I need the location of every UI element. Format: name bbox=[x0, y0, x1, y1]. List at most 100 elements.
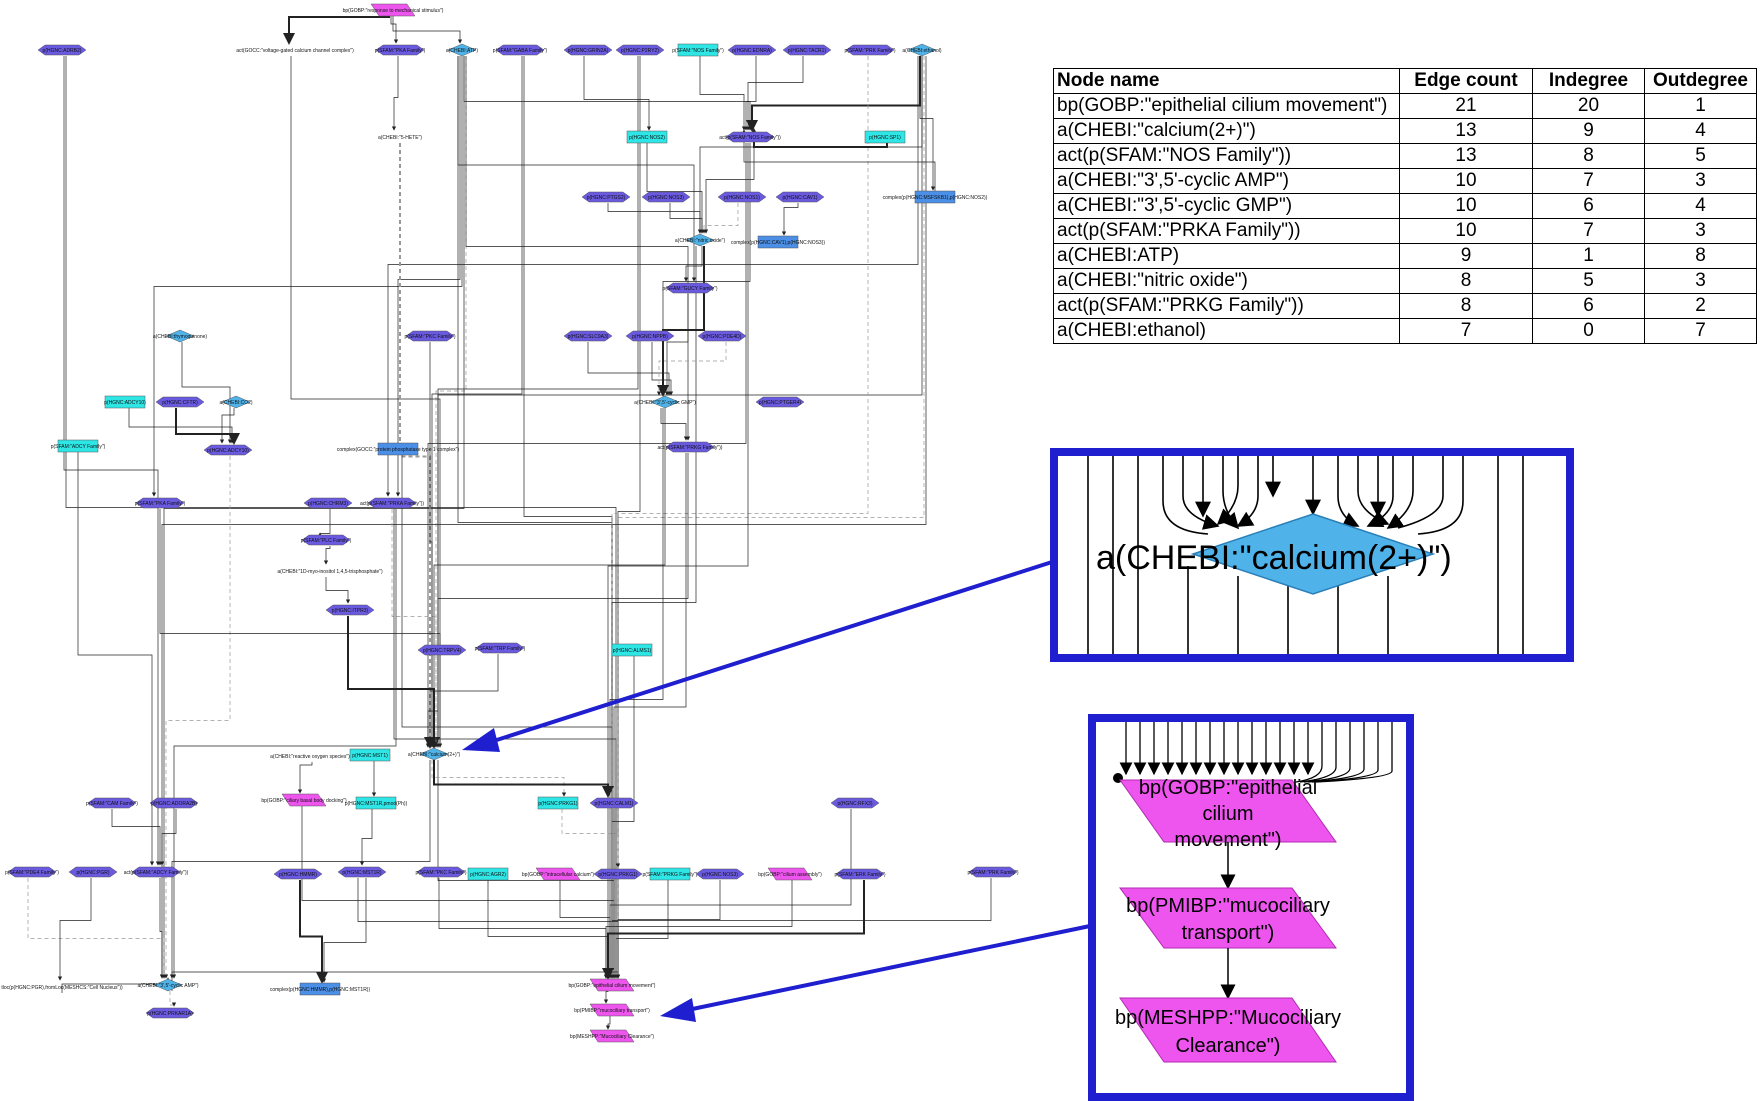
network-edge bbox=[299, 880, 328, 984]
network-edge bbox=[283, 16, 390, 45]
network-edge bbox=[395, 56, 461, 497]
network-node-label: act(p(SFAM:"PRKG Family")) bbox=[658, 445, 723, 451]
network-node-label: complex(p(HGNC:MSFSKB1),p(HGNC:NOS2)) bbox=[883, 195, 988, 201]
network-node-shape bbox=[907, 43, 937, 57]
cell-node-name: act(p(SFAM:"PRKG Family")) bbox=[1053, 293, 1400, 319]
cell-outdegree: 4 bbox=[1644, 193, 1757, 219]
zoom-cilium-drawing: bp(GOBP:"epithelial cilium movement") bp… bbox=[1113, 722, 1393, 1063]
network-node: a(CHEBI:"3',5'-cyclic AMP") bbox=[137, 978, 199, 992]
network-node-shape bbox=[697, 330, 747, 342]
network-node-shape bbox=[755, 396, 805, 408]
network-edge bbox=[699, 56, 747, 131]
cell-edge-count: 9 bbox=[1399, 243, 1533, 269]
network-node: p(HGNC:PGR) bbox=[68, 866, 118, 878]
network-node-shape bbox=[68, 866, 118, 878]
network-node-label: p(HGNC:EDNRA) bbox=[732, 48, 772, 54]
network-node: a(CHEBI:"3',5'-cyclic GMP") bbox=[634, 395, 696, 409]
network-node-label: p(HGNC:CAV1) bbox=[783, 195, 818, 201]
cell-indegree: 7 bbox=[1532, 218, 1645, 244]
network-node-label: bp(PMIBP:"mucociliary transport") bbox=[574, 1008, 650, 1014]
cell-node-name: bp(GOBP:"epithelial cilium movement") bbox=[1053, 93, 1400, 119]
network-node-shape bbox=[835, 868, 885, 880]
cell-node-name: act(p(SFAM:"NOS Family")) bbox=[1053, 143, 1400, 169]
network-edge bbox=[391, 509, 439, 748]
network-edge bbox=[425, 143, 747, 748]
network-node-shape bbox=[593, 868, 643, 880]
network-edge bbox=[163, 456, 231, 979]
network-edge bbox=[159, 56, 927, 979]
network-node: a(CHEBI:CO2) bbox=[219, 395, 253, 409]
zoom-incoming-edge bbox=[1295, 722, 1323, 783]
cell-node-name: a(CHEBI:"calcium(2+)") bbox=[1053, 118, 1400, 144]
network-node-label: p(HGNC:MST1R,pmod(Ph)) bbox=[345, 801, 408, 807]
network-node: a(CHEBI:"nitric oxide") bbox=[675, 233, 725, 247]
header-outdegree: Outdegree bbox=[1644, 68, 1757, 94]
network-node-label: p(HGNC:TRPV4) bbox=[423, 648, 462, 654]
cell-outdegree: 2 bbox=[1644, 293, 1757, 319]
cell-edge-count: 7 bbox=[1399, 318, 1533, 344]
network-node-shape bbox=[349, 748, 391, 762]
network-node-label: act(p(SFAM:"ADCY Family")) bbox=[124, 870, 189, 876]
network-edge bbox=[609, 656, 635, 979]
network-node-label: p(HGNC:SLC9A3) bbox=[568, 334, 609, 340]
network-node-shape bbox=[864, 130, 906, 144]
network-edge bbox=[435, 56, 639, 748]
network-edge bbox=[697, 56, 923, 234]
cell-outdegree: 1 bbox=[1644, 93, 1757, 119]
network-node-label: p(HGNC:ADRB2) bbox=[43, 48, 82, 54]
network-node-label: p(HGNC:NOS2) bbox=[629, 135, 665, 141]
network-node-label: p(SFAM:"NOS Family") bbox=[672, 48, 724, 54]
cell-edge-count: 13 bbox=[1399, 118, 1533, 144]
zoom-clearance-line2: Clearance") bbox=[1176, 1035, 1281, 1057]
network-node-shape bbox=[104, 395, 146, 409]
network-node: p(SFAM:"PKC Family") bbox=[415, 866, 467, 878]
network-node: p(HGNC:PDE4D) bbox=[697, 330, 747, 342]
network-node-label: p(SFAM:"GABA Family") bbox=[493, 48, 548, 54]
network-edge bbox=[465, 56, 691, 441]
cell-node-name: a(CHEBI:"nitric oxide") bbox=[1053, 268, 1400, 294]
network-edge bbox=[613, 880, 669, 979]
network-node-shape bbox=[377, 442, 419, 456]
network-edge bbox=[297, 762, 313, 794]
cell-indegree: 1 bbox=[1532, 243, 1645, 269]
network-edge bbox=[438, 878, 609, 979]
network-node-shape bbox=[447, 43, 477, 57]
network-node-shape bbox=[589, 978, 635, 992]
network-node-label: p(HGNC:MST1R) bbox=[342, 870, 382, 876]
network-node: p(SFAM:"NOS Family") bbox=[672, 43, 724, 57]
cell-edge-count: 13 bbox=[1399, 143, 1533, 169]
cell-indegree: 6 bbox=[1532, 193, 1645, 219]
zoom-node-cilium bbox=[1119, 779, 1337, 843]
network-node-shape bbox=[273, 868, 323, 880]
network-node: p(HGNC:SP1) bbox=[864, 130, 906, 144]
network-node-label: bp(GOBP:"epithelial cilium movement") bbox=[569, 983, 656, 989]
network-edge bbox=[587, 342, 672, 396]
network-node: p(SFAM:"PKA Family") bbox=[135, 497, 186, 509]
network-node-label: p(HGNC:PTGER4) bbox=[759, 400, 802, 406]
network-node: bp(MESHPP:"Mucociliary Clearance") bbox=[570, 1029, 654, 1043]
network-edge bbox=[111, 809, 163, 866]
network-node-shape bbox=[782, 44, 832, 56]
table-row: a(CHEBI:"calcium(2+)") 13 9 4 bbox=[1053, 118, 1757, 144]
zoom-clearance-line1: bp(MESHPP:"Mucociliary bbox=[1115, 1007, 1341, 1029]
network-edge bbox=[435, 453, 689, 748]
network-node: p(SFAM:"PLC Family") bbox=[301, 534, 352, 546]
network-node: p(HGNC:NOS3) bbox=[641, 191, 691, 203]
table-row: a(CHEBI:"3',5'-cyclic AMP") 10 7 3 bbox=[1053, 168, 1757, 194]
network-node-label: p(HGNC:ITPR3) bbox=[332, 608, 369, 614]
network-edge bbox=[385, 56, 919, 497]
network-node: p(HGNC:GRIN2A) bbox=[563, 44, 613, 56]
network-node: p(HGNC:CFTR) bbox=[155, 396, 205, 408]
network-edge bbox=[605, 1016, 611, 1030]
network-edge bbox=[159, 809, 177, 866]
network-node-shape bbox=[281, 793, 327, 807]
network-node-label: p(HGNC:NOS3) bbox=[702, 872, 738, 878]
network-node-shape bbox=[641, 191, 691, 203]
network-node: p(HGNC:CAV1) bbox=[775, 191, 825, 203]
cell-indegree: 9 bbox=[1532, 118, 1645, 144]
network-edge bbox=[433, 760, 614, 798]
network-node-shape bbox=[626, 130, 668, 144]
network-node-shape bbox=[537, 796, 579, 810]
network-edge bbox=[391, 56, 399, 131]
zoom-incoming-edge bbox=[1299, 722, 1337, 783]
